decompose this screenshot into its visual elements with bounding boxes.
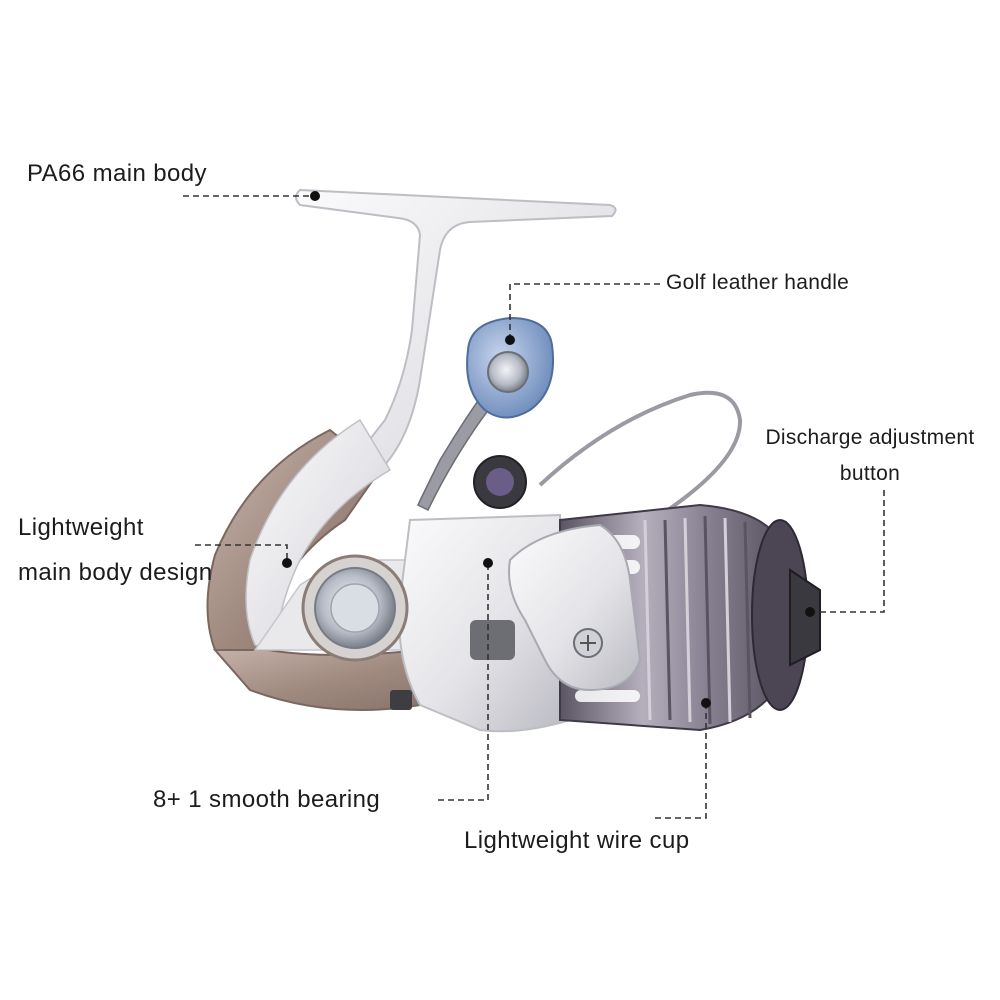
- leader-discharge-button: [805, 490, 885, 617]
- label-lightweight-line2: main body design: [18, 559, 213, 586]
- leader-pa66: [183, 191, 320, 201]
- label-lightweight-main-body-design: Lightweight main body design: [18, 505, 213, 595]
- rotor-arm: [508, 523, 642, 692]
- bail-wire: [538, 390, 743, 542]
- label-discharge-line1: Discharge adjustment: [765, 426, 975, 449]
- leader-bearing: [438, 558, 493, 801]
- label-smooth-bearing: 8+ 1 smooth bearing: [153, 786, 381, 813]
- handle-arm: [417, 316, 554, 512]
- label-lightweight-line1: Lightweight: [18, 514, 144, 541]
- label-golf-leather-handle: Golf leather handle: [666, 271, 850, 294]
- leader-lines: [183, 191, 885, 819]
- label-discharge-adjustment: Discharge adjustment button: [752, 426, 988, 486]
- leader-wire-cup: [655, 698, 711, 819]
- label-pa66-main-body: PA66 main body: [27, 160, 207, 187]
- side-knob: [301, 554, 409, 662]
- label-lightweight-wire-cup: Lightweight wire cup: [464, 827, 690, 854]
- leader-lightweight-body: [195, 544, 292, 568]
- label-discharge-line2: button: [839, 462, 901, 485]
- leader-golf-handle: [505, 283, 660, 345]
